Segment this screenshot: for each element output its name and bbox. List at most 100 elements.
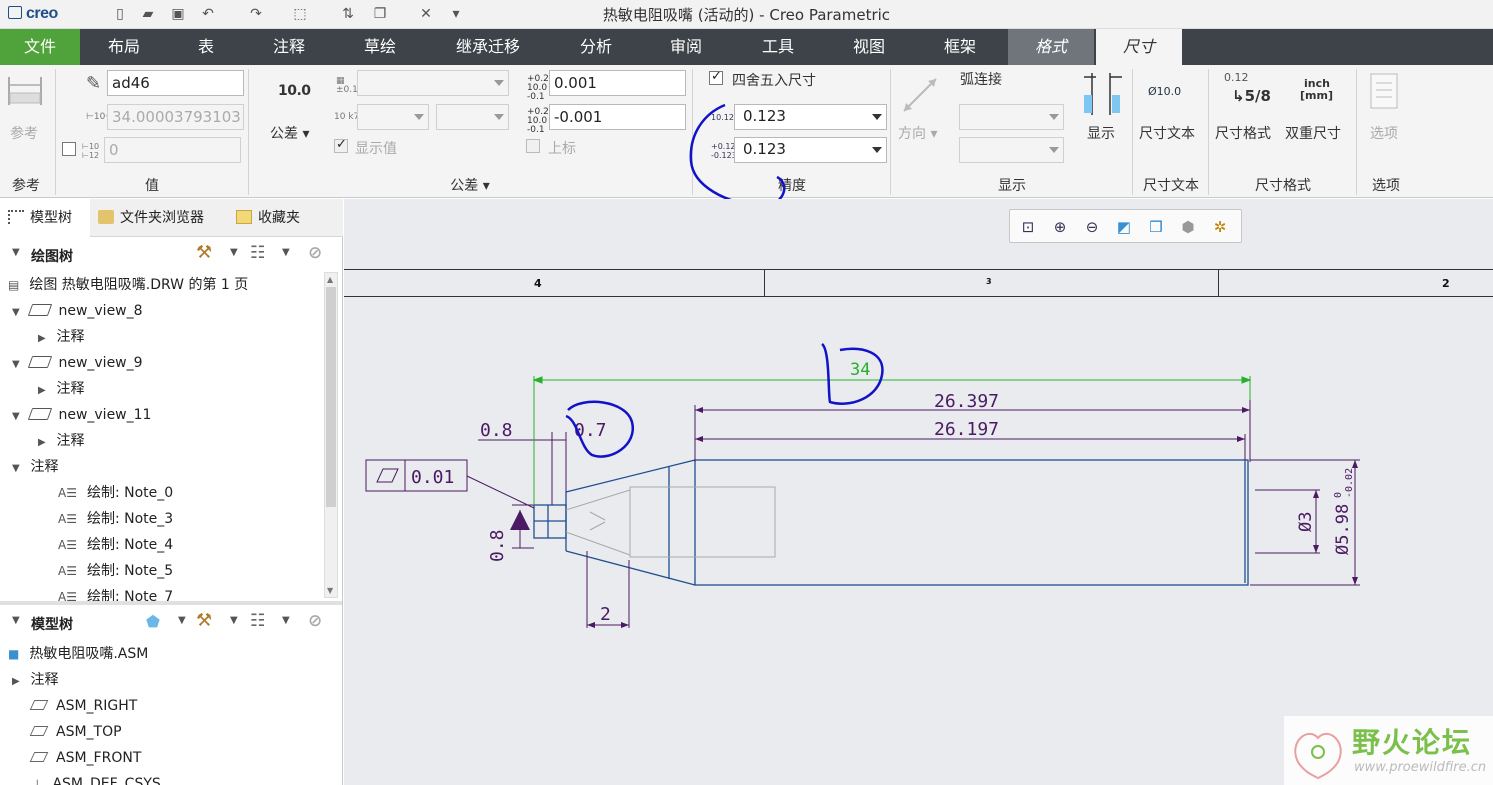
tol-table-dropdown[interactable] (357, 70, 509, 96)
arc-style-dropdown[interactable] (959, 137, 1064, 163)
model-settings-icon[interactable]: ☷ (250, 611, 266, 631)
dim-text-button[interactable]: 尺寸文本 (1139, 126, 1195, 142)
dim-format-button[interactable]: 尺寸格式 (1215, 126, 1271, 142)
model-tree-row[interactable]: ASM_TOP (29, 719, 122, 745)
drawing-tree-row[interactable]: ▶ 注释 (38, 376, 84, 402)
model-display-dropdown-icon[interactable]: ▼ (178, 615, 186, 626)
tab-folder-browser[interactable]: 文件夹浏览器 (98, 199, 228, 237)
tol-decimals-dropdown[interactable]: 0.123 (734, 137, 887, 163)
panel-splitter[interactable] (0, 601, 342, 605)
tab-frame[interactable]: 框架 (943, 37, 976, 56)
model-settings-dropdown-icon[interactable]: ▼ (282, 615, 290, 626)
tree-tools-icon[interactable]: ⚒ (196, 242, 213, 263)
tab-favorites[interactable]: 收藏夹 (236, 199, 336, 237)
show-value-checkbox[interactable] (334, 137, 348, 153)
dim-2-text[interactable]: 2 (600, 604, 611, 625)
tree-tools-dropdown-icon[interactable]: ▼ (230, 247, 238, 258)
nominal-value-field[interactable]: 34.00003793103 (107, 104, 244, 130)
collapsed-icon[interactable]: ▶ (12, 676, 20, 687)
drawing-tree-row[interactable]: ▼ new_view_11 (12, 402, 151, 428)
saved-views-icon[interactable]: ⬢ (1181, 218, 1195, 236)
decimals-dropdown[interactable]: 0.123 (734, 104, 887, 130)
redo-icon[interactable]: ↷ (250, 6, 262, 22)
tab-table[interactable]: 表 (197, 37, 214, 56)
collapse-icon[interactable]: ▼ (12, 247, 20, 258)
model-tree-row[interactable]: ▶ 注释 (12, 667, 58, 693)
drawing-tree-row[interactable]: A☰绘制: Note_0 (58, 480, 173, 506)
save-icon[interactable]: ▣ (171, 6, 185, 22)
drawing-canvas[interactable]: ⊡ ⊕ ⊖ ◩ ❒ ⬢ ✲ 4 3 2 (344, 199, 1493, 785)
round-dim-checkbox[interactable] (709, 69, 723, 85)
gtol-value-text[interactable]: 0.01 (411, 467, 454, 488)
drawing-tree-scrollbar[interactable]: ▲ ▼ (324, 272, 338, 598)
override-checkbox[interactable] (62, 142, 76, 156)
model-tree-row[interactable]: ■热敏电阻吸嘴.ASM (8, 641, 148, 667)
tab-review[interactable]: 审阅 (669, 37, 702, 56)
tab-tools[interactable]: 工具 (761, 37, 794, 56)
tree-settings-dropdown-icon[interactable]: ▼ (282, 247, 290, 258)
close-window-icon[interactable]: ✕ (420, 6, 432, 22)
override-value-field[interactable]: 0 (104, 137, 241, 163)
zoom-out-icon[interactable]: ⊖ (1085, 218, 1099, 236)
repaint-icon[interactable]: ◩ (1116, 218, 1132, 236)
tab-analysis[interactable]: 分析 (579, 37, 612, 56)
tol-class-dropdown[interactable] (357, 104, 429, 130)
dim-outer-text[interactable]: Ø5.98 (1333, 504, 1353, 555)
tab-layout[interactable]: 布局 (107, 37, 140, 56)
upper-tol-field[interactable]: 0.001 (549, 70, 686, 96)
model-display-icon[interactable]: ⬟ (146, 612, 160, 631)
arc-connection-dropdown[interactable] (959, 104, 1064, 130)
tab-format[interactable]: 格式 (1008, 29, 1094, 65)
drawing-tree-row[interactable]: ▤绘图 热敏电阻吸嘴.DRW 的第 1 页 (8, 272, 248, 298)
model-tree-row[interactable]: ⊥ASM_DEF_CSYS (32, 771, 161, 785)
display-style-icon[interactable]: ❒ (1149, 218, 1163, 236)
tab-dimension[interactable]: 尺寸 (1096, 29, 1182, 65)
dim-bore-text[interactable]: Ø3 (1296, 512, 1316, 532)
tab-annotate[interactable]: 注释 (272, 37, 305, 56)
reference-button[interactable]: 参考 (10, 126, 38, 142)
collapsed-icon[interactable]: ▶ (38, 385, 46, 396)
drawing-tree-row[interactable]: ▼ 注释 (12, 454, 58, 480)
collapsed-icon[interactable]: ▶ (38, 437, 46, 448)
open-folder-icon[interactable]: ▰ (142, 6, 154, 22)
model-tree-row[interactable]: ASM_FRONT (29, 745, 141, 771)
expand-icon[interactable]: ▼ (12, 463, 20, 474)
model-tools-icon[interactable]: ⚒ (196, 610, 213, 631)
dim-34-text[interactable]: 34 (850, 360, 870, 380)
drawing-tree-row[interactable]: A☰绘制: Note_3 (58, 506, 173, 532)
dim-26397-text[interactable]: 26.397 (934, 391, 999, 412)
model-tree-row[interactable]: ASM_RIGHT (29, 693, 137, 719)
dim-08-text[interactable]: 0.8 (480, 420, 513, 441)
drawing-tree-row[interactable]: A☰绘制: Note_4 (58, 532, 173, 558)
display-button[interactable]: 显示 (1087, 126, 1115, 142)
tab-file[interactable]: 文件 (0, 29, 80, 65)
drawing-tree-row[interactable]: ▶ 注释 (38, 324, 84, 350)
lower-tol-field[interactable]: -0.001 (549, 104, 686, 130)
drawing-tree-row[interactable]: A☰绘制: Note_5 (58, 558, 173, 584)
zoom-in-icon[interactable]: ⊕ (1053, 218, 1067, 236)
model-filter-icon[interactable]: ⊘ (308, 611, 323, 631)
expand-icon[interactable]: ▼ (12, 359, 20, 370)
drawing-tree-row[interactable]: A☰绘制: Note_7 (58, 584, 173, 610)
tab-legacy-migration[interactable]: 继承迁移 (455, 37, 520, 56)
drawing-tree-row[interactable]: ▶ 注释 (38, 428, 84, 454)
model-tools-dropdown-icon[interactable]: ▼ (230, 615, 238, 626)
tab-view[interactable]: 视图 (852, 37, 885, 56)
expand-icon[interactable]: ▼ (12, 411, 20, 422)
direction-button[interactable]: 方向 ▾ (898, 126, 938, 142)
tab-sketch[interactable]: 草绘 (363, 37, 396, 56)
undo-icon[interactable]: ↶ (202, 6, 214, 22)
windows-icon[interactable]: ❐ (373, 6, 387, 22)
customize-qa-icon[interactable]: ▾ (452, 6, 460, 22)
tolerance-button[interactable]: 公差 ▾ (270, 126, 310, 142)
drawing-tree-row[interactable]: ▼ new_view_8 (12, 298, 143, 324)
refit-icon[interactable]: ⊡ (1021, 218, 1035, 236)
superscript-checkbox[interactable] (526, 139, 540, 153)
tree-settings-icon[interactable]: ☷ (250, 243, 266, 263)
datum-display-icon[interactable]: ✲ (1213, 218, 1227, 236)
model-tree-collapse-icon[interactable]: ▼ (12, 615, 20, 626)
tab-model-tree[interactable]: 模型树 (0, 199, 90, 237)
group-tolerance-label[interactable]: 公差 ▾ (450, 178, 490, 194)
dual-dim-button[interactable]: 双重尺寸 (1285, 126, 1341, 142)
dim-07-text[interactable]: 0.7 (574, 420, 607, 441)
